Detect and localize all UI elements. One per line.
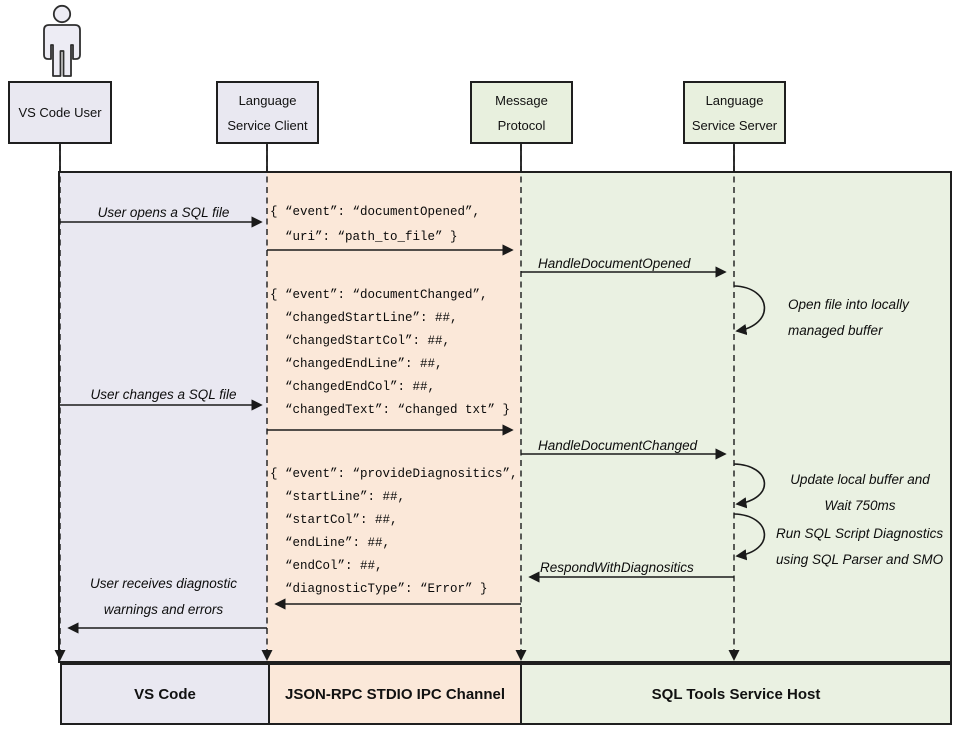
lifeline-stubs bbox=[59, 144, 735, 172]
lane-ipc-channel bbox=[267, 173, 520, 661]
json-document-opened: { “event”: “documentOpened”, “uri”: “pat… bbox=[270, 205, 481, 244]
footer-vs-code: VS Code bbox=[60, 663, 270, 725]
note-run-diagnostics: Run SQL Script Diagnostics using SQL Par… bbox=[776, 526, 944, 567]
person-head bbox=[52, 4, 72, 24]
label-handle-document-opened: HandleDocumentOpened bbox=[538, 256, 691, 271]
actor-vs-code-user: VS Code User bbox=[8, 81, 112, 144]
person-icon bbox=[43, 4, 81, 77]
actor-label: Service Client bbox=[227, 117, 308, 133]
label-user-changes: User changes a SQL file bbox=[90, 387, 237, 402]
note-update-buffer: Update local buffer and Wait 750ms bbox=[790, 472, 930, 513]
actor-label: Message bbox=[495, 92, 548, 108]
person-body bbox=[43, 24, 81, 77]
actor-label: Language bbox=[705, 92, 764, 108]
footer-label: SQL Tools Service Host bbox=[651, 685, 821, 703]
swimlane-container bbox=[58, 171, 952, 663]
actor-language-service-server: Language Service Server bbox=[683, 81, 786, 144]
actor-label: Protocol bbox=[497, 117, 546, 133]
lane-vscode bbox=[60, 173, 267, 661]
lane-service-host bbox=[520, 173, 950, 661]
note-open-file: Open file into locally managed buffer bbox=[788, 297, 909, 338]
json-document-changed: { “event”: “documentChanged”, “changedSt… bbox=[270, 288, 511, 417]
actor-label: Service Server bbox=[691, 117, 778, 133]
actor-language-service-client: Language Service Client bbox=[216, 81, 319, 144]
label-user-receives: User receives diagnostic warnings and er… bbox=[89, 576, 238, 617]
label-handle-document-changed: HandleDocumentChanged bbox=[538, 438, 698, 453]
footer-label: VS Code bbox=[134, 685, 196, 703]
footer-ipc-channel: JSON-RPC STDIO IPC Channel bbox=[268, 663, 522, 725]
json-provide-diagnostics: { “event”: “provideDiagnositics”, “start… bbox=[270, 467, 518, 596]
actor-message-protocol: Message Protocol bbox=[470, 81, 573, 144]
label-respond-with-diagnostics: RespondWithDiagnositics bbox=[540, 560, 694, 575]
actor-label: Language bbox=[238, 92, 297, 108]
actor-label: VS Code User bbox=[18, 105, 102, 120]
footer-sql-tools-service-host: SQL Tools Service Host bbox=[520, 663, 952, 725]
footer-label: JSON-RPC STDIO IPC Channel bbox=[284, 685, 506, 703]
label-user-opens: User opens a SQL file bbox=[97, 205, 230, 220]
